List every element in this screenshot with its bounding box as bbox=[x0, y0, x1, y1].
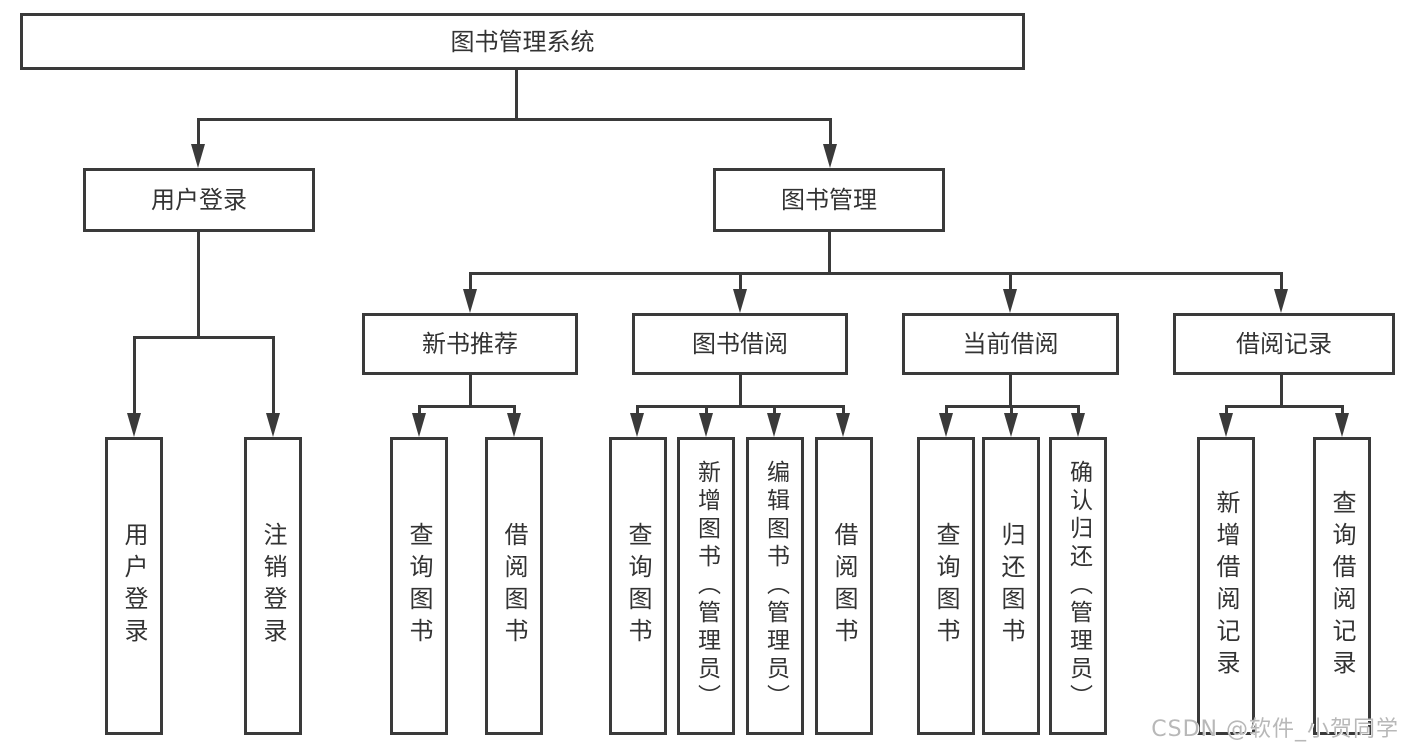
connector-groupB-stem bbox=[739, 375, 742, 408]
leaf-borrow-books: 借阅图书 bbox=[815, 437, 873, 735]
connector-drop-book-mgmt bbox=[829, 118, 832, 147]
leaf-return-books: 归还图书 bbox=[982, 437, 1040, 735]
arrow-down-icon bbox=[412, 413, 426, 437]
connector-level2-bus bbox=[469, 272, 1282, 275]
leaf-label: 确认归还（管理员） bbox=[1065, 460, 1092, 712]
leaf-add-books-admin: 新增图书（管理员） bbox=[677, 437, 735, 735]
connector-drop-login bbox=[133, 336, 136, 416]
leaf-label: 用户登录 bbox=[120, 522, 148, 650]
leaf-recommend-borrow-books: 借阅图书 bbox=[485, 437, 543, 735]
leaf-logout: 注销登录 bbox=[244, 437, 302, 735]
connector-groupD-bus bbox=[1225, 405, 1343, 408]
connector-book-mgmt-stem bbox=[828, 232, 831, 275]
connector-groupB-drop4 bbox=[842, 405, 845, 417]
node-label: 图书管理系统 bbox=[450, 27, 595, 56]
arrow-down-icon bbox=[1219, 413, 1233, 437]
node-label: 图书管理 bbox=[781, 186, 877, 214]
connector-drop-current bbox=[1009, 272, 1012, 292]
arrow-down-icon bbox=[836, 413, 850, 437]
arrow-down-icon bbox=[507, 413, 521, 437]
leaf-label: 查询图书 bbox=[932, 522, 960, 650]
connector-groupA-drop2 bbox=[513, 405, 516, 417]
node-label: 当前借阅 bbox=[962, 330, 1059, 358]
leaf-label: 新增借阅记录 bbox=[1212, 490, 1240, 682]
arrow-down-icon bbox=[1274, 289, 1288, 313]
node-label: 图书借阅 bbox=[692, 330, 788, 358]
connector-groupA-stem bbox=[469, 375, 472, 408]
connector-groupD-stem bbox=[1280, 375, 1283, 408]
node-label: 用户登录 bbox=[151, 186, 247, 214]
connector-drop-borrow bbox=[739, 272, 742, 292]
connector-user-login-stem bbox=[197, 232, 200, 339]
leaf-label: 归还图书 bbox=[997, 522, 1025, 650]
leaf-label: 注销登录 bbox=[259, 522, 287, 650]
csdn-watermark: CSDN @软件_小贺同学 bbox=[1151, 717, 1399, 742]
node-label: 新书推荐 bbox=[422, 330, 518, 358]
leaf-confirm-return-admin: 确认归还（管理员） bbox=[1049, 437, 1107, 735]
arrow-down-icon bbox=[767, 413, 781, 437]
connector-groupB-drop2 bbox=[705, 405, 708, 417]
leaf-label: 借阅图书 bbox=[830, 522, 858, 650]
connector-groupD-drop2 bbox=[1341, 405, 1344, 417]
connector-drop-records bbox=[1280, 272, 1283, 292]
connector-user-login-bus bbox=[133, 336, 275, 339]
connector-groupC-drop1 bbox=[945, 405, 948, 417]
leaf-borrow-query-books: 查询图书 bbox=[609, 437, 667, 735]
connector-groupA-bus bbox=[418, 405, 516, 408]
leaf-add-borrow-record: 新增借阅记录 bbox=[1197, 437, 1255, 735]
connector-groupD-drop1 bbox=[1225, 405, 1228, 417]
leaf-query-borrow-record: 查询借阅记录 bbox=[1313, 437, 1371, 735]
node-book-management-group: 图书管理 bbox=[713, 168, 945, 232]
node-current-borrow: 当前借阅 bbox=[902, 313, 1119, 375]
arrow-down-icon bbox=[630, 413, 644, 437]
node-book-borrow: 图书借阅 bbox=[632, 313, 848, 375]
node-library-system-root: 图书管理系统 bbox=[20, 13, 1025, 70]
leaf-user-login: 用户登录 bbox=[105, 437, 163, 735]
connector-groupC-stem bbox=[1009, 375, 1012, 408]
connector-root-stem bbox=[515, 69, 518, 121]
leaf-current-query-books: 查询图书 bbox=[917, 437, 975, 735]
arrow-down-icon bbox=[1335, 413, 1349, 437]
arrow-down-icon bbox=[463, 289, 477, 313]
arrow-down-icon bbox=[1071, 413, 1085, 437]
arrow-down-icon bbox=[733, 289, 747, 313]
node-user-login-group: 用户登录 bbox=[83, 168, 315, 232]
leaf-label: 新增图书（管理员） bbox=[693, 460, 720, 712]
leaf-label: 借阅图书 bbox=[500, 522, 528, 650]
node-label: 借阅记录 bbox=[1236, 330, 1332, 358]
connector-groupB-drop1 bbox=[636, 405, 639, 417]
node-borrow-records: 借阅记录 bbox=[1173, 313, 1395, 375]
leaf-recommend-query-books: 查询图书 bbox=[390, 437, 448, 735]
arrow-down-icon bbox=[823, 144, 837, 168]
connector-drop-user-login bbox=[197, 118, 200, 147]
leaf-label: 查询借阅记录 bbox=[1328, 490, 1356, 682]
connector-drop-logout bbox=[272, 336, 275, 416]
node-new-book-recommend: 新书推荐 bbox=[362, 313, 578, 375]
arrow-down-icon bbox=[127, 413, 141, 437]
leaf-label: 编辑图书（管理员） bbox=[762, 460, 789, 712]
arrow-down-icon bbox=[266, 413, 280, 437]
connector-level1-bus bbox=[197, 118, 831, 121]
arrow-down-icon bbox=[939, 413, 953, 437]
connector-groupB-drop3 bbox=[773, 405, 776, 417]
connector-groupC-drop2 bbox=[1010, 405, 1013, 417]
leaf-label: 查询图书 bbox=[405, 522, 433, 650]
leaf-edit-books-admin: 编辑图书（管理员） bbox=[746, 437, 804, 735]
arrow-down-icon bbox=[1003, 289, 1017, 313]
connector-groupB-bus bbox=[636, 405, 844, 408]
arrow-down-icon bbox=[1004, 413, 1018, 437]
connector-groupC-drop3 bbox=[1077, 405, 1080, 417]
connector-groupA-drop1 bbox=[418, 405, 421, 417]
arrow-down-icon bbox=[191, 144, 205, 168]
connector-drop-recommend bbox=[469, 272, 472, 292]
arrow-down-icon bbox=[699, 413, 713, 437]
leaf-label: 查询图书 bbox=[624, 522, 652, 650]
